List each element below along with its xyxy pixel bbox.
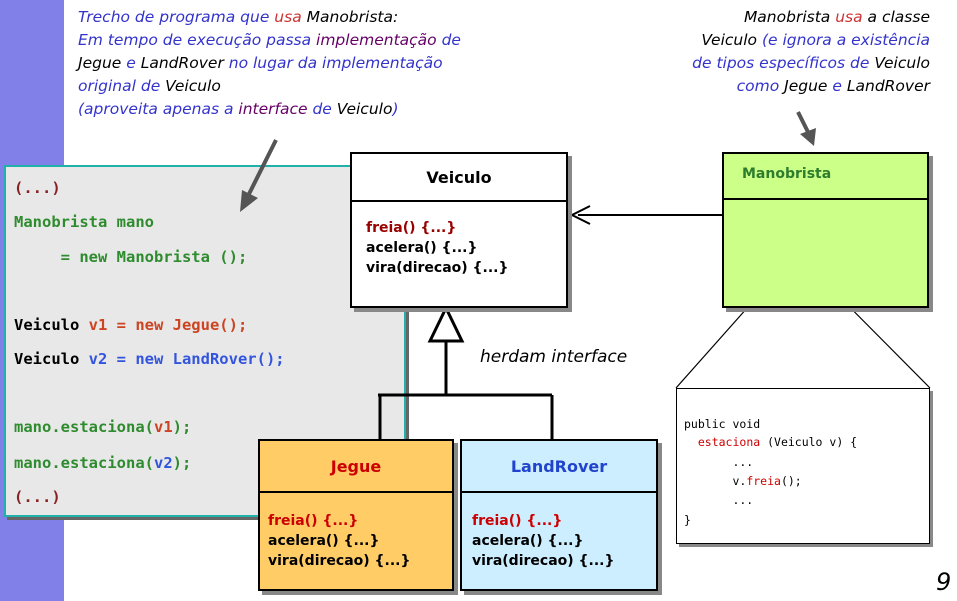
usage-note: Trecho de programa que usa Manobrista: E…: [78, 8, 461, 118]
inheritance-label: herdam interface: [480, 347, 628, 367]
code-line-3: = new Manobrista ();: [14, 248, 248, 266]
jegue-divider: [260, 491, 452, 493]
inheritance-triangle: [427, 304, 465, 343]
jegue-class: Jegue freia() {...} acelera() {...} vira…: [258, 439, 454, 591]
code-line-2: Manobrista mano: [14, 213, 154, 231]
landrover-divider: [462, 491, 656, 493]
manobrista-pointer-line: [796, 111, 810, 133]
jegue-op-acelera: acelera() {...}: [268, 533, 380, 549]
snippet-line-3: ...: [684, 455, 754, 469]
landrover-operations: freia() {...} acelera() {...} vira(direc…: [472, 511, 614, 571]
association-arrowhead: [569, 205, 591, 225]
code-line-1: (...): [14, 179, 61, 197]
code-line-5: Veiculo v2 = new LandRover();: [14, 350, 285, 368]
snippet-line-5: ...: [684, 493, 754, 507]
veiculo-op-acelera: acelera() {...}: [366, 240, 478, 256]
note-pointer-arrowhead: [240, 190, 258, 212]
estaciona-method-snippet: public void estaciona (Veiculo v) { ... …: [676, 388, 930, 544]
snippet-line-4: v.freia();: [684, 474, 802, 488]
manobrista-divider: [724, 198, 927, 200]
code-box: (...) Manobrista mano = new Manobrista (…: [4, 165, 406, 517]
landrover-op-acelera: acelera() {...}: [472, 533, 584, 549]
veiculo-class: Veiculo freia() {...} acelera() {...} vi…: [350, 152, 568, 308]
veiculo-divider: [352, 200, 566, 202]
code-line-7: mano.estaciona(v2);: [14, 454, 192, 472]
snippet-line-6: }: [684, 513, 691, 527]
veiculo-class-name: Veiculo: [426, 168, 492, 187]
veiculo-operations: freia() {...} acelera() {...} vira(direc…: [366, 218, 508, 278]
jegue-op-freia: freia() {...}: [268, 513, 359, 529]
jegue-op-vira: vira(direcao) {...}: [268, 553, 411, 569]
manobrista-class: Manobrista: [722, 152, 929, 308]
code-line-8: (...): [14, 488, 61, 506]
note-pointer-line: [246, 139, 278, 197]
jegue-class-name: Jegue: [330, 457, 382, 476]
landrover-op-freia: freia() {...}: [472, 513, 563, 529]
page-number: 9: [936, 568, 952, 596]
landrover-class-name: LandRover: [510, 457, 608, 476]
manobrista-note: Manobrista usa a classe Veiculo (e ignor…: [692, 8, 930, 95]
landrover-op-vira: vira(direcao) {...}: [472, 553, 615, 569]
veiculo-op-freia: freia() {...}: [366, 220, 457, 236]
jegue-operations: freia() {...} acelera() {...} vira(direc…: [268, 511, 410, 571]
snippet-line-2: estaciona (Veiculo v) {: [697, 435, 858, 449]
manobrista-pointer-arrowhead: [800, 128, 816, 146]
manobrista-class-name: Manobrista: [742, 166, 832, 182]
snippet-line-1: public void: [684, 417, 761, 431]
veiculo-op-vira: vira(direcao) {...}: [366, 260, 509, 276]
landrover-class: LandRover freia() {...} acelera() {...} …: [460, 439, 658, 591]
code-line-6: mano.estaciona(v1);: [14, 418, 192, 436]
code-line-4: Veiculo v1 = new Jegue();: [14, 316, 248, 334]
